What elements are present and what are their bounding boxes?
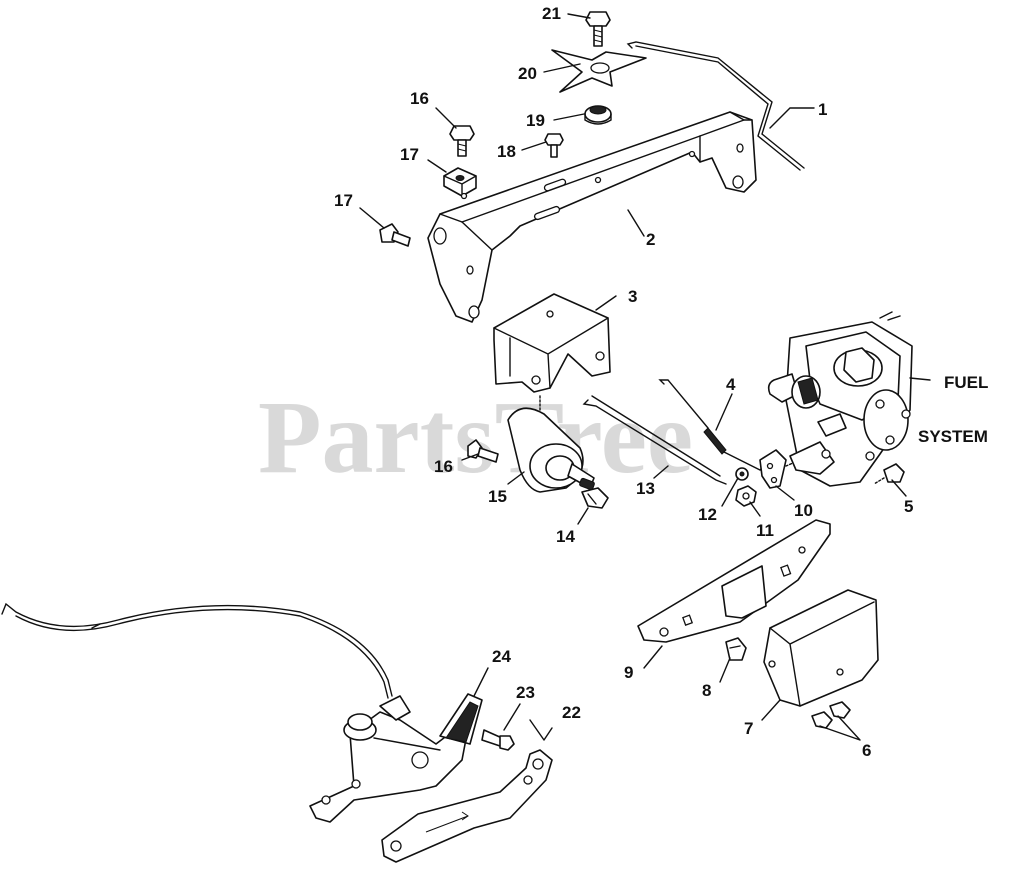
callout-24: 23 [516, 683, 535, 702]
part-21-plate[interactable] [551, 49, 647, 93]
part-2-bracket[interactable] [427, 111, 757, 323]
fuel-system-reference[interactable]: FUEL SYSTEM [918, 373, 988, 446]
callout-15: 15 [488, 487, 507, 506]
callout-3: 3 [628, 287, 637, 306]
callout-20: 19 [526, 111, 545, 130]
callout-12: 12 [698, 505, 717, 524]
part-3-bracket[interactable] [493, 293, 611, 393]
callout-10: 10 [794, 501, 813, 520]
callout-labels: 21 20 19 18 16 17 17 1 2 3 4 16 15 13 14… [334, 4, 913, 760]
part-18-clip[interactable] [443, 167, 477, 197]
part-8-nut[interactable] [725, 637, 747, 661]
part-23-plate[interactable] [381, 749, 553, 863]
part-16-bolt-left[interactable] [467, 439, 499, 463]
callout-2: 2 [646, 230, 655, 249]
callout-13: 13 [636, 479, 655, 498]
watermark: PartsTree [258, 380, 693, 495]
part-22-bolt[interactable] [585, 11, 611, 47]
part-16-bolt-top[interactable] [449, 125, 475, 157]
carburetor-assembly[interactable] [767, 311, 931, 487]
part-5-screw[interactable] [873, 463, 905, 485]
callout-25: 24 [492, 647, 511, 666]
callout-14: 14 [556, 527, 575, 546]
callout-5: 5 [904, 497, 913, 516]
part-7-cover[interactable] [763, 589, 879, 707]
callout-16-left: 16 [434, 457, 453, 476]
part-10-lever[interactable] [759, 449, 801, 489]
callout-11: 11 [756, 521, 774, 540]
callout-16-top: 16 [410, 89, 429, 108]
fuel-system-label-line-2: SYSTEM [918, 427, 988, 446]
callout-17: 17 [334, 191, 353, 210]
callout-23: 22 [562, 703, 581, 722]
part-11-nut[interactable] [735, 485, 757, 507]
callout-19: 18 [497, 142, 516, 161]
part-14-clip[interactable] [581, 487, 609, 509]
part-12-nut[interactable] [735, 467, 749, 481]
callout-9: 9 [624, 663, 633, 682]
callout-6: 6 [862, 741, 871, 760]
callout-18: 17 [400, 145, 419, 164]
throttle-cable[interactable] [1, 602, 393, 699]
part-13-rod[interactable] [582, 395, 727, 485]
callout-7: 7 [744, 719, 753, 738]
part-20-bushing[interactable] [584, 105, 612, 125]
part-1-rod[interactable] [626, 41, 805, 171]
part-19-bolt[interactable] [544, 133, 564, 158]
part-25-throttle-lever[interactable] [309, 693, 483, 823]
callout-8: 8 [702, 681, 711, 700]
fuel-system-label-line-1: FUEL [944, 373, 988, 392]
callout-1: 1 [818, 100, 827, 119]
part-24-bolt[interactable] [481, 729, 515, 751]
leader-lines [359, 13, 907, 741]
part-15-solenoid[interactable] [507, 395, 595, 493]
callout-4: 4 [726, 375, 736, 394]
callout-21: 20 [518, 64, 537, 83]
part-9-plate[interactable] [637, 519, 831, 643]
part-17-bolt[interactable] [379, 223, 411, 247]
part-6-screws[interactable] [811, 701, 851, 729]
callout-22: 21 [542, 4, 561, 23]
